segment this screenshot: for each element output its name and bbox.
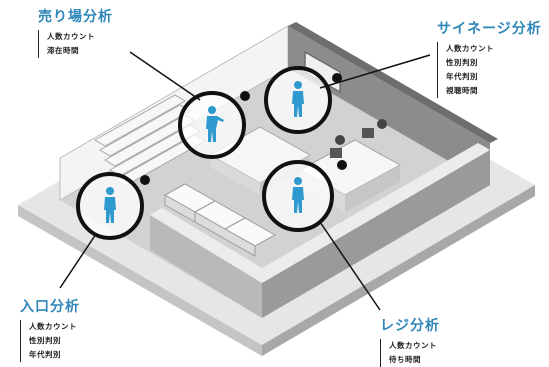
person-icon <box>104 187 116 223</box>
person-icon <box>206 106 224 142</box>
signage-analysis-label: サイネージ分析 人数カウント 性別判別 年代判別 視聴時間 <box>437 18 542 98</box>
camera-icon <box>240 91 250 101</box>
leader-lines <box>59 51 431 311</box>
display-cases <box>163 183 277 257</box>
signage-metric-list: 人数カウント 性別判別 年代判別 視聴時間 <box>437 42 542 98</box>
entrance-metric-list: 人数カウント 性別判別 年代判別 <box>20 320 80 362</box>
metric-item: 人数カウント <box>47 32 95 41</box>
metric-item: 性別判別 <box>446 58 478 67</box>
register-analysis-label: レジ分析 人数カウント 待ち時間 <box>380 315 440 367</box>
sales-floor-metric-list: 人数カウント 滞在時間 <box>38 30 113 58</box>
sales-floor-detection-zone <box>178 91 246 159</box>
register-detection-zone <box>262 160 334 232</box>
front-walls <box>150 143 490 318</box>
metric-item: 人数カウント <box>389 341 437 350</box>
metric-item: 滞在時間 <box>47 46 79 55</box>
entrance-analysis-title: 入口分析 <box>20 299 80 315</box>
camera-icon <box>140 175 150 185</box>
sales-floor-analysis-label: 売り場分析 人数カウント 滞在時間 <box>38 6 113 58</box>
entrance-analysis-label: 入口分析 人数カウント 性別判別 年代判別 <box>20 296 80 362</box>
camera-icon <box>332 73 342 83</box>
person-icon <box>292 81 304 117</box>
signage-analysis-title: サイネージ分析 <box>437 21 542 37</box>
person-icon <box>292 177 304 213</box>
metric-item: 人数カウント <box>446 44 494 53</box>
register-metric-list: 人数カウント 待ち時間 <box>380 339 440 367</box>
metric-item: 年代判別 <box>29 350 61 359</box>
signage-detection-zone <box>264 66 332 134</box>
metric-item: 年代判別 <box>446 72 478 81</box>
entrance-detection-zone <box>76 172 144 240</box>
metric-item: 待ち時間 <box>389 355 421 364</box>
camera-icon <box>337 160 347 170</box>
sales-floor-analysis-title: 売り場分析 <box>38 9 113 25</box>
register-analysis-title: レジ分析 <box>380 318 440 334</box>
metric-item: 性別判別 <box>29 336 61 345</box>
signage-screen-icon <box>304 50 341 94</box>
metric-item: 人数カウント <box>29 322 77 331</box>
metric-item: 視聴時間 <box>446 86 478 95</box>
